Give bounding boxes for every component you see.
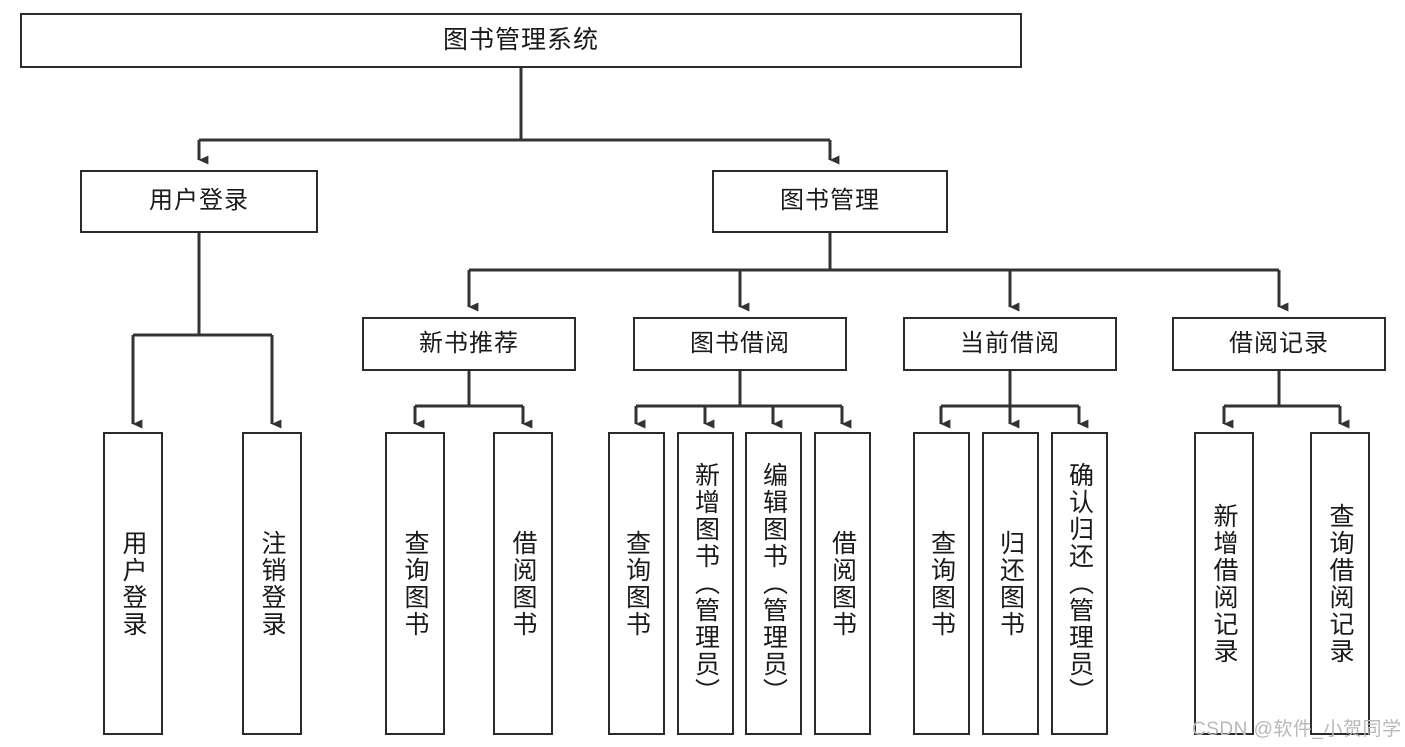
node-system-root[interactable]: 图书管理系统: [20, 13, 1022, 68]
node-label: 借阅图书: [828, 529, 857, 638]
node-label: 新增借阅记录: [1210, 502, 1238, 665]
node-label: 查询借阅记录: [1326, 502, 1354, 665]
node-leaf-return-book[interactable]: 归还图书: [982, 432, 1039, 735]
node-label: 注销登录: [258, 529, 286, 638]
node-leaf-add-record[interactable]: 新增借阅记录: [1194, 432, 1254, 735]
node-leaf-query-book-3[interactable]: 查询图书: [913, 432, 970, 735]
node-leaf-query-book-1[interactable]: 查询图书: [385, 432, 445, 735]
node-label: 新增图书（管理员）: [691, 462, 720, 705]
node-leaf-borrow-book-1[interactable]: 借阅图书: [493, 432, 553, 735]
node-label: 查询图书: [401, 529, 429, 638]
node-label: 归还图书: [996, 529, 1025, 638]
node-label: 借阅记录: [1229, 329, 1329, 357]
node-label: 查询图书: [927, 529, 956, 638]
node-leaf-borrow-book-2[interactable]: 借阅图书: [814, 432, 871, 735]
node-label: 当前借阅: [960, 329, 1060, 357]
node-label: 图书管理系统: [442, 25, 599, 54]
node-book-borrow[interactable]: 图书借阅: [633, 317, 847, 371]
node-book-management[interactable]: 图书管理: [712, 170, 948, 233]
node-current-borrow[interactable]: 当前借阅: [903, 317, 1117, 371]
node-label: 新书推荐: [419, 329, 519, 357]
node-borrow-record[interactable]: 借阅记录: [1172, 317, 1386, 371]
node-leaf-user-login[interactable]: 用户登录: [103, 432, 163, 735]
node-leaf-query-book-2[interactable]: 查询图书: [608, 432, 665, 735]
node-label: 确认归还（管理员）: [1065, 462, 1094, 705]
node-label: 借阅图书: [509, 529, 537, 638]
node-label: 用户登录: [119, 529, 147, 638]
node-leaf-confirm-return[interactable]: 确认归还（管理员）: [1051, 432, 1108, 735]
node-label: 图书管理: [780, 187, 880, 215]
node-leaf-query-record[interactable]: 查询借阅记录: [1310, 432, 1370, 735]
node-label: 编辑图书（管理员）: [759, 462, 788, 705]
node-label: 图书借阅: [690, 329, 790, 357]
node-leaf-add-book[interactable]: 新增图书（管理员）: [677, 432, 734, 735]
node-label: 查询图书: [622, 529, 651, 638]
node-label: 用户登录: [149, 187, 249, 215]
node-user-login[interactable]: 用户登录: [80, 170, 318, 233]
node-leaf-edit-book[interactable]: 编辑图书（管理员）: [745, 432, 802, 735]
csdn-watermark: CSDN @软件_小贺同学: [1192, 719, 1402, 740]
node-leaf-logout-login[interactable]: 注销登录: [242, 432, 302, 735]
node-new-book-recommend[interactable]: 新书推荐: [362, 317, 576, 371]
